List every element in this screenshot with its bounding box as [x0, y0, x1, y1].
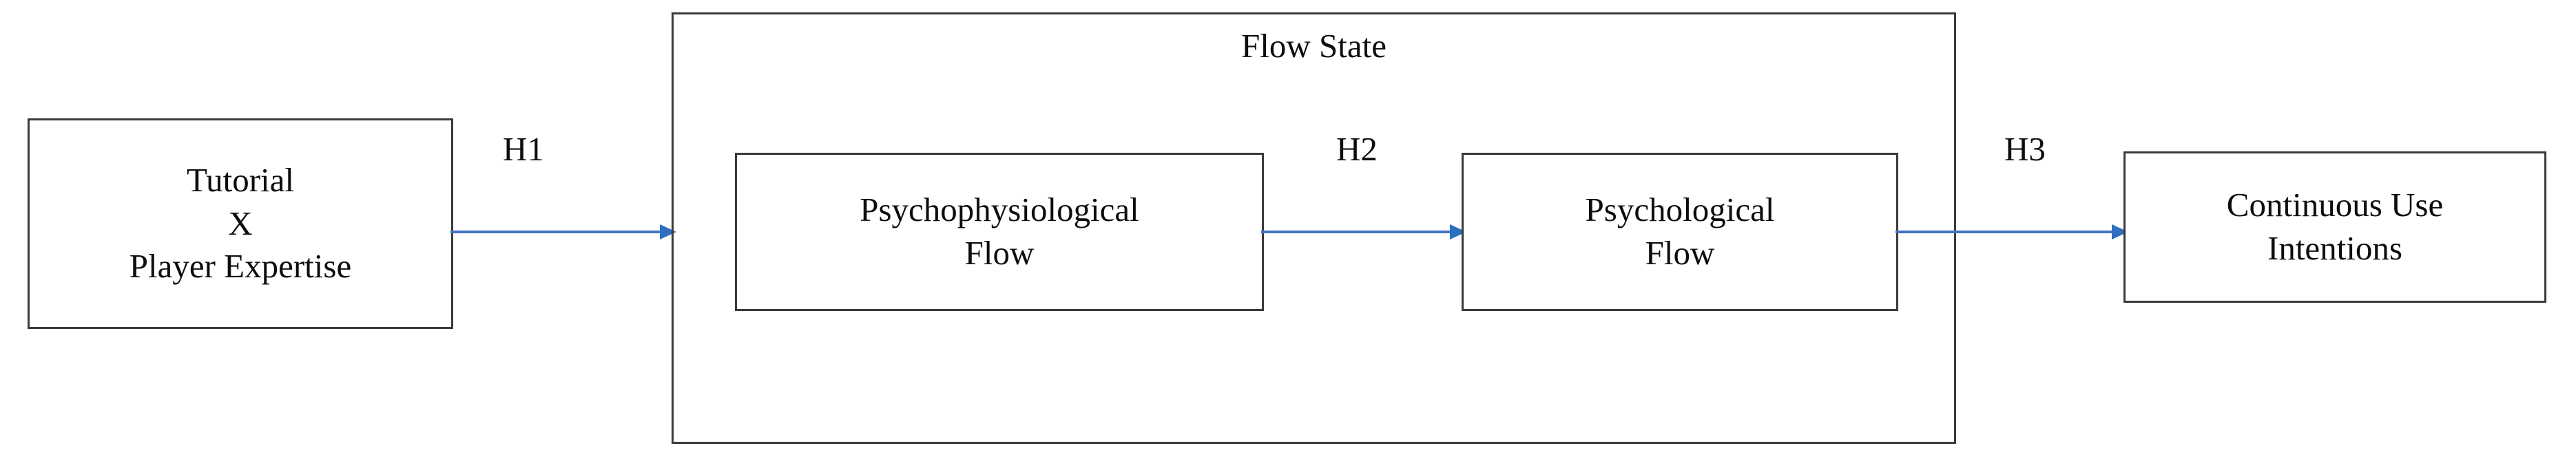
node-continuous-use-intentions-label: Continuous Use Intentions — [2226, 186, 2444, 267]
hypothesis-label-h2: H2 — [1336, 130, 1378, 168]
node-continuous-use-intentions[interactable]: Continuous Use Intentions — [2123, 151, 2546, 303]
hypothesis-label-h1: H1 — [503, 130, 544, 168]
group-flow-state — [672, 12, 1956, 444]
node-psychological-flow[interactable]: Psychological Flow — [1462, 153, 1898, 311]
node-tutorial-player-expertise-label: Tutorial X Player Expertise — [129, 160, 352, 286]
group-flow-state-title: Flow State — [1241, 27, 1386, 65]
node-psychological-flow-label: Psychological Flow — [1585, 191, 1775, 272]
node-psychophysiological-flow[interactable]: Psychophysiological Flow — [735, 153, 1264, 311]
node-tutorial-player-expertise[interactable]: Tutorial X Player Expertise — [28, 118, 453, 329]
arrow-h1 — [449, 222, 676, 242]
hypothesis-label-h3: H3 — [2004, 130, 2046, 168]
node-psychophysiological-flow-label: Psychophysiological Flow — [860, 191, 1139, 272]
